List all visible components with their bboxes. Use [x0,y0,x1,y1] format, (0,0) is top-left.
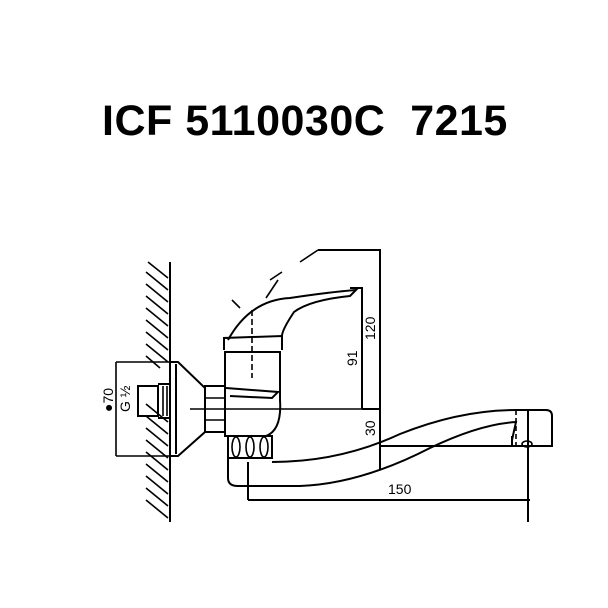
spout [227,409,553,487]
swivel-ring [227,435,273,459]
wall-hatching [145,261,171,522]
faucet-body [223,249,359,437]
dimension-thread: G ½ [117,385,133,412]
model-title: ICF 5110030C 7215 [102,97,508,145]
dimension-diameter: ●70 [100,388,116,412]
dimension-spout-reach: 150 [388,481,412,497]
dimension-lines [247,249,530,522]
dimension-height-total: 120 [362,316,378,340]
dimension-spout-height: 30 [362,420,378,436]
dimension-height-lever: 91 [344,350,360,366]
wall-rosette [115,361,206,457]
